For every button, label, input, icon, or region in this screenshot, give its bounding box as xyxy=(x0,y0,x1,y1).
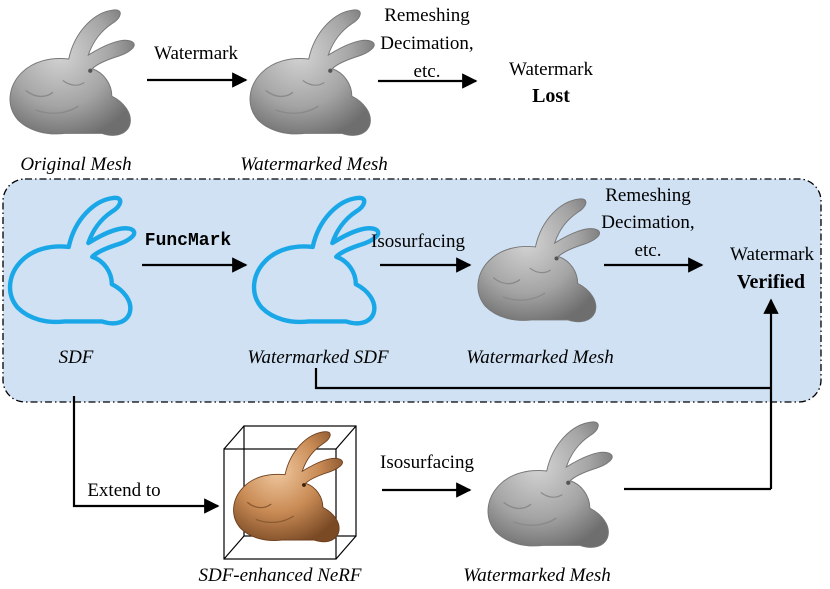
sdf-caption: SDF xyxy=(59,347,94,368)
mid-attack-line1: Remeshing xyxy=(605,185,691,206)
watermark-lost-status: Lost xyxy=(532,85,570,107)
nerf-caption: SDF-enhanced NeRF xyxy=(198,565,361,586)
original-mesh-icon xyxy=(9,9,135,137)
wm-sdf-to-verify-connector xyxy=(314,368,771,390)
funcmark-method-label: FuncMark xyxy=(145,231,232,251)
mid-attack-line2: Decimation, xyxy=(601,212,694,233)
bottom-isosurfacing-label: Isosurfacing xyxy=(380,452,474,473)
watermarked-mesh-caption: Watermarked Mesh xyxy=(240,154,388,175)
nerf-cube xyxy=(223,425,357,560)
top-attack-line3: etc. xyxy=(414,61,441,82)
mid-attack-line3: etc. xyxy=(635,240,662,261)
original-mesh-caption: Original Mesh xyxy=(20,154,131,175)
top-result-label: Watermark xyxy=(509,59,593,80)
mid-watermarked-mesh-caption: Watermarked Mesh xyxy=(466,347,614,368)
bottom-watermarked-mesh-icon xyxy=(487,421,613,549)
top-attack-line2: Decimation, xyxy=(380,33,473,54)
mid-result-label: Watermark xyxy=(730,244,814,265)
sdf-down-connector xyxy=(72,396,220,514)
mid-isosurfacing-label: Isosurfacing xyxy=(371,231,465,252)
watermark-verified-status: Verified xyxy=(737,271,805,293)
extend-to-label: Extend to xyxy=(87,480,160,501)
funcmark-pipeline-box xyxy=(2,178,822,403)
top-attack-line1: Remeshing xyxy=(384,5,470,26)
bottom-watermarked-mesh-caption: Watermarked Mesh xyxy=(463,565,611,586)
watermarked-mesh-icon xyxy=(249,9,375,137)
nerf-bunny-icon xyxy=(232,431,344,543)
watermark-step-label: Watermark xyxy=(154,43,238,64)
watermarked-sdf-caption: Watermarked SDF xyxy=(247,347,389,368)
